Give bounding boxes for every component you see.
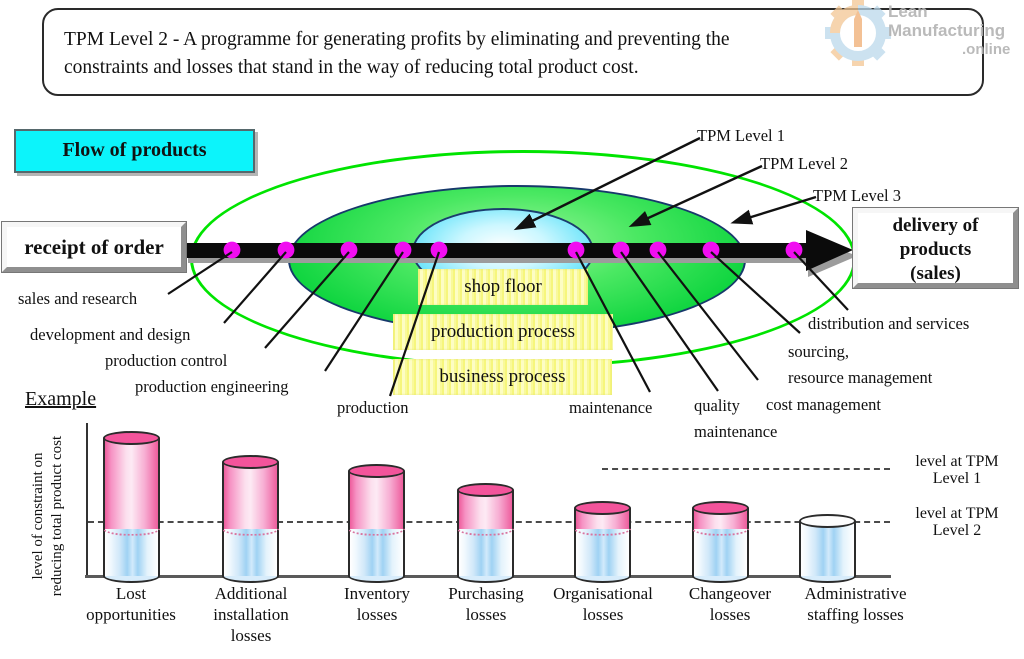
- stage-label-sales-and-research: sales and research: [18, 289, 138, 308]
- category-administrative-staffing-losses: Administrative staffing losses: [804, 584, 907, 624]
- shop-floor-label: shop floor: [418, 269, 588, 305]
- flow-of-products-label: Flow of products: [62, 139, 207, 161]
- category-organisational-losses: Organisational losses: [553, 584, 653, 624]
- tpm-level1-label: TPM Level 1: [697, 126, 785, 145]
- cylinder-administrative-staffing-losses: [799, 0, 856, 659]
- cylinder-lost-opportunities: [103, 0, 160, 659]
- reference-label-tpm-level2: level at TPM Level 2: [915, 505, 999, 539]
- cylinder-changeover-losses: [692, 0, 749, 659]
- cylinder-additional-installation-losses: [222, 0, 279, 659]
- business-process-label: business process: [393, 359, 612, 395]
- category-purchasing-losses: Purchasing losses: [448, 584, 524, 624]
- stage-label-distribution-and-services: distribution and services: [808, 314, 970, 333]
- stage-label-quality-maintenance: quality maintenance: [694, 396, 778, 441]
- cylinder-organisational-losses: [574, 0, 631, 659]
- stage-label-production-control: production control: [105, 351, 228, 370]
- cylinder-purchasing-losses: [457, 0, 514, 659]
- title-box: [42, 8, 984, 96]
- example-heading: Example: [25, 388, 97, 410]
- stage-label-production-engineering: production engineering: [135, 377, 289, 396]
- production-process-label: production process: [393, 314, 613, 350]
- category-inventory-losses: Inventory losses: [343, 584, 411, 624]
- tpm-level3-label: TPM Level 3: [813, 186, 901, 205]
- stage-label-production: production: [337, 398, 409, 417]
- tpm-level2-label: TPM Level 2: [760, 154, 848, 173]
- cylinder-inventory-losses: [348, 0, 405, 659]
- category-additional-installation-losses: Additional installation losses: [213, 584, 289, 645]
- stage-label-development-and-design: development and design: [30, 325, 191, 344]
- category-changeover-losses: Changeover losses: [688, 584, 772, 624]
- reference-label-tpm-level1: level at TPM Level 1: [915, 453, 999, 487]
- chart-y-axis-label: level of constraint on reducing total pr…: [30, 435, 65, 597]
- category-lost-opportunities: Lost opportunities: [86, 584, 176, 624]
- chart-y-axis: [86, 423, 88, 576]
- page-title: TPM Level 2 - A programme for generating…: [64, 29, 730, 78]
- delivery-of-products-box: delivery of products (sales): [853, 208, 1018, 288]
- stage-label-sourcing-resource-management: sourcing, resource management: [788, 342, 933, 387]
- stage-label-cost-management: cost management: [766, 395, 882, 414]
- stage-label-maintenance: maintenance: [569, 398, 653, 417]
- flow-of-products-badge: Flow of products: [14, 129, 255, 173]
- reference-line-tpm-level1: [602, 467, 890, 470]
- receipt-of-order-box: receipt of order: [2, 222, 186, 272]
